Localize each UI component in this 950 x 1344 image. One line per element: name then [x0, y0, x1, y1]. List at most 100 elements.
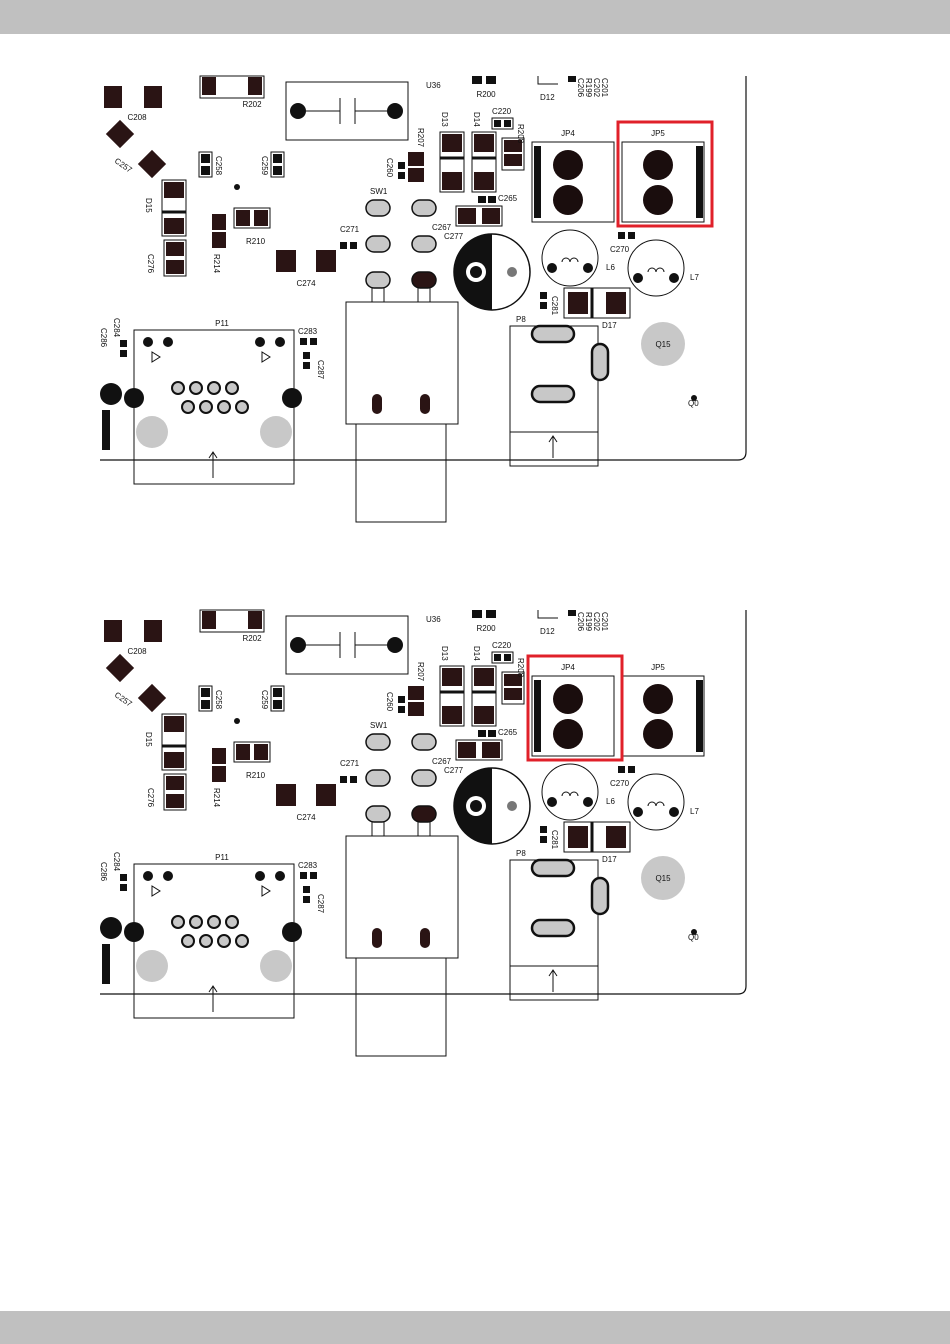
label-c260: C260: [385, 692, 394, 712]
d14-outline: [471, 665, 497, 727]
label-c202: C202: [592, 612, 601, 632]
label-c257: C257: [113, 690, 134, 709]
p8-arrow-head: [548, 435, 558, 443]
sw1-body: [345, 301, 459, 425]
p11-led-pin-3: [255, 337, 265, 347]
header-bar: [0, 0, 950, 34]
jp5-pin-2: [643, 185, 673, 215]
label-r214: R214: [212, 254, 221, 274]
r208-pad-top: [504, 674, 522, 686]
r200-pad-right: [486, 76, 496, 84]
label-p11: P11: [215, 319, 229, 328]
c265-pad-left: [478, 730, 486, 737]
p8-pad-2: [590, 876, 610, 916]
label-d13: D13: [440, 646, 449, 661]
r208-outline: [501, 137, 525, 171]
c257-pad-top: [105, 119, 135, 149]
l6-coil: [561, 257, 579, 263]
label-c284: C284: [112, 852, 121, 872]
c287-pad-top: [303, 352, 310, 359]
c283-pad-left: [300, 872, 307, 879]
label-c286: C286: [99, 328, 108, 348]
c260-pad-top: [398, 162, 405, 169]
p11-led-pin-3: [255, 871, 265, 881]
label-l7: L7: [690, 807, 699, 816]
c274-pad-right: [316, 250, 336, 272]
d17-pad-right: [606, 826, 626, 848]
label-c258: C258: [214, 690, 223, 710]
c265-pad-right: [488, 730, 496, 737]
label-c276: C276: [146, 788, 155, 808]
sw1-pad-3: [365, 769, 391, 787]
via-1: [234, 184, 240, 190]
d14-pad-bottom: [474, 706, 494, 724]
c208-pad-left: [104, 86, 122, 108]
p11-arrow-head: [208, 985, 218, 993]
label-d14: D14: [472, 646, 481, 661]
p11-pin-bottom-4: [235, 400, 249, 414]
jp4-outline: [531, 675, 615, 757]
r202-body: [199, 609, 265, 633]
l6-pin-1: [547, 797, 557, 807]
via-1: [234, 718, 240, 724]
p11-led-pin-2: [163, 871, 173, 881]
label-c202: C202: [592, 78, 601, 98]
p11-led-2-symbol: [261, 885, 271, 897]
r207-pad-bottom: [408, 168, 424, 182]
c270-pad-left: [618, 232, 625, 239]
c259-outline: [270, 151, 285, 178]
label-d12: D12: [540, 93, 555, 102]
label-jp5: JP5: [651, 663, 665, 672]
label-p8: P8: [516, 849, 526, 858]
label-q0: Q0: [688, 933, 699, 942]
p11-pin-bottom-3: [217, 934, 231, 948]
c284-pad-top: [120, 874, 127, 881]
edge-mount-hole: [100, 917, 122, 939]
c277-pin-1: [470, 800, 482, 812]
d14-pad-top: [474, 668, 494, 686]
c267-outline: [455, 205, 503, 227]
jp5-bar: [696, 146, 703, 218]
c220-pad-left: [494, 120, 501, 127]
p11-pin-bottom-1: [181, 400, 195, 414]
d15-pad-bottom: [164, 752, 184, 768]
d13-outline: [439, 665, 465, 727]
label-c286: C286: [99, 862, 108, 882]
d15-outline: [161, 713, 187, 771]
r207-pad-top: [408, 686, 424, 700]
d13-outline: [439, 131, 465, 193]
c281-pad-bottom: [540, 836, 547, 843]
c265-pad-left: [478, 196, 486, 203]
c259-outline: [270, 685, 285, 712]
label-c287: C287: [316, 360, 325, 380]
p11-pin-bottom-2: [199, 400, 213, 414]
label-c267: C267: [432, 757, 452, 766]
label-sw1: SW1: [370, 187, 388, 196]
c206-pad: [568, 610, 576, 616]
label-d12: D12: [540, 627, 555, 636]
c220-pad-left: [494, 654, 501, 661]
c274-pad-left: [276, 784, 296, 806]
label-c271: C271: [340, 759, 360, 768]
p8-pad-3: [530, 918, 576, 938]
l7-pin-2: [669, 807, 679, 817]
r210-outline: [233, 741, 271, 763]
c271-pad-right: [350, 242, 357, 249]
jp5-outline: [621, 141, 705, 223]
sw1-pad-5: [365, 805, 391, 823]
label-r199: R199: [584, 612, 593, 632]
p11-hole-right: [260, 416, 292, 448]
label-c260: C260: [385, 158, 394, 178]
c276-pad-bottom: [166, 794, 184, 808]
d17-pad-left: [568, 826, 588, 848]
sw1-pad-1: [365, 199, 391, 217]
c259-pad-bottom: [273, 166, 282, 175]
highlight-box: [616, 120, 714, 228]
c258-pad-top: [201, 154, 210, 163]
sw1-body: [345, 835, 459, 959]
l7-pin-1: [633, 273, 643, 283]
c258-outline: [198, 685, 213, 712]
d15-pad-top: [164, 182, 184, 198]
sw1-pad-2: [411, 199, 437, 217]
c276-pad-top: [166, 242, 184, 256]
